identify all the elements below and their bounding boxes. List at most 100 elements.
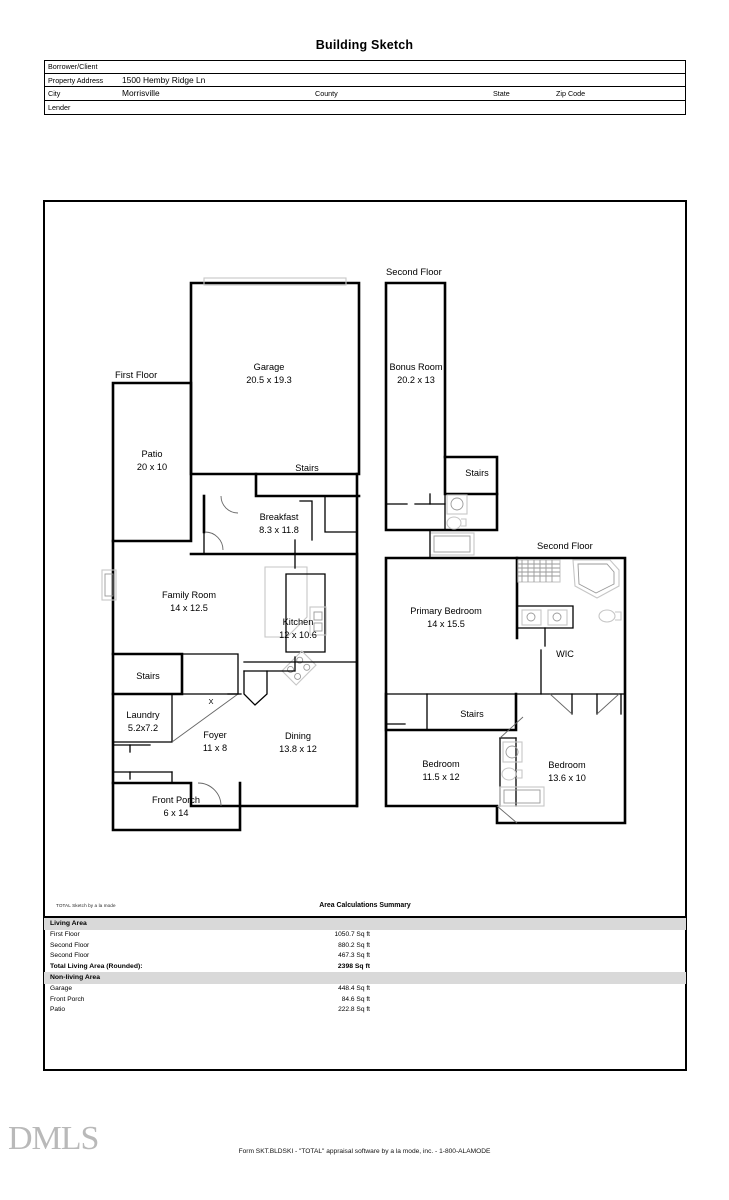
stairs-upper-label: Stairs [295, 463, 319, 473]
hall-closet-door-swing-icon [496, 805, 518, 824]
bonus-stairs-label: Stairs [465, 468, 489, 478]
bedroom3-dim: 13.6 x 10 [548, 773, 586, 783]
area-row-value: 880.2 Sq ft [338, 941, 370, 949]
area-summary-title: Area Calculations Summary [319, 902, 411, 909]
hall-bath-toilet-icon [501, 767, 517, 781]
kitchen-upper-wall [299, 500, 313, 541]
area-row-value: 448.4 Sq ft [338, 985, 370, 993]
area-row-value: 84.6 Sq ft [341, 995, 370, 1003]
kitchen-island-icon [264, 566, 308, 638]
kitchen-sink-basin2-icon [313, 622, 323, 632]
fireplace-inner-icon [104, 573, 114, 597]
stairs-lower-inner [181, 653, 239, 695]
primary-toilet-tank-icon [615, 611, 622, 621]
kitchen-sink-basin1-icon [313, 611, 323, 621]
primary-vanity-basin1-icon [526, 612, 536, 622]
primary-shower-hatch-icon [518, 560, 560, 582]
area-row: First Floor 1050.7 Sq ft [44, 930, 686, 941]
bonus-room-dim: 20.2 x 13 [397, 375, 435, 385]
area-row: Second Floor 467.3 Sq ft [44, 951, 686, 962]
garage-label: Garage [254, 362, 285, 372]
zip-label: Zip Code [556, 88, 586, 98]
hall-bath-tub-inner-icon [503, 789, 541, 804]
front-door-swing-icon [197, 782, 222, 807]
area-row-value: 467.3 Sq ft [338, 952, 370, 960]
hall-bath-door-swing-icon [499, 716, 524, 739]
primary-vanity-sink2-icon [547, 609, 568, 626]
bonus-room-label: Bonus Room [389, 362, 442, 372]
area-calculations-summary: TOTAL Sketch by a la mode Area Calculati… [44, 900, 686, 1015]
breakfast-dim: 8.3 x 11.8 [259, 525, 299, 535]
bonus-floor-outline [384, 281, 499, 532]
area-row-name: Second Floor [50, 952, 90, 960]
page-title: Building Sketch [315, 38, 414, 52]
wic-door-jambs [571, 693, 622, 715]
bonus-bath-toilet-tank-icon [461, 518, 467, 527]
dmls-watermark: DMLS [8, 1120, 99, 1157]
header-row-lender: Lender [45, 101, 685, 114]
garage-door-icon [203, 277, 347, 286]
kitchen-counter-icon [285, 573, 326, 653]
bedroom2-label: Bedroom [422, 759, 460, 769]
city-value[interactable]: Morrisville [122, 88, 160, 99]
stairs-lower-outline [111, 652, 184, 696]
primary-tub-inner-icon [577, 563, 615, 594]
primary-toilet-icon [598, 609, 616, 623]
second-floor-bed-label: Second Floor [537, 540, 593, 551]
area-row: Patio 222.8 Sq ft [44, 1005, 686, 1016]
header-row-borrower: Borrower/Client [45, 61, 685, 75]
hall-bath-basin-icon [505, 745, 519, 759]
foyer-label: Foyer [203, 730, 227, 740]
address-value[interactable]: 1500 Hemby Ridge Ln [122, 75, 206, 86]
front-porch-outline [111, 781, 242, 832]
area-row: Front Porch 84.6 Sq ft [44, 994, 686, 1005]
primary-tub-icon [572, 559, 620, 599]
fireplace-icon [101, 569, 117, 601]
bedroom2-dim: 11.5 x 12 [422, 772, 459, 782]
laundry-mark-label: X [208, 697, 213, 706]
county-label: County [315, 88, 338, 98]
second-stairs-label: Stairs [460, 709, 484, 719]
kitchen-dim: 12 x 10.6 [279, 630, 317, 640]
area-row-name: Garage [50, 985, 72, 993]
lender-label: Lender [48, 102, 71, 112]
kitchen-sink-icon [309, 606, 327, 636]
second-floor-bed-outline [384, 556, 627, 825]
breakfast-door2-swing-icon [204, 531, 224, 551]
bonus-bath-sink-icon [446, 494, 468, 515]
hall-bath-sink-icon [502, 741, 523, 763]
area-row: Garage 448.4 Sq ft [44, 984, 686, 995]
wic-door2-swing-icon [596, 693, 620, 715]
primary-vanity-sink1-icon [521, 609, 542, 626]
patio-outline [111, 381, 193, 543]
second-stairs-outline [384, 692, 518, 732]
total-living-area-label: Total Living Area (Rounded): [50, 962, 143, 970]
hall-bath-toilet-tank-icon [516, 769, 523, 779]
bonus-bath-toilet-icon [446, 516, 462, 530]
floor-plan-drawing[interactable]: First Floor Garage 20.5 x 19.3 Patio 20 … [45, 202, 685, 1069]
laundry-dim: 5.2x7.2 [128, 723, 158, 733]
laundry-label: Laundry [126, 710, 160, 720]
borrower-label: Borrower/Client [48, 62, 98, 72]
total-living-area-row: Total Living Area (Rounded): 2398 Sq ft [44, 961, 686, 972]
stairs-upper-inner [255, 495, 358, 533]
area-row-value: 222.8 Sq ft [338, 1006, 370, 1014]
stairs-lower-label: Stairs [136, 671, 160, 681]
kitchen-label: Kitchen [283, 617, 314, 627]
wic-hall-wall [385, 649, 542, 695]
front-porch-label: Front Porch [152, 795, 200, 805]
family-room-dim: 14 x 12.5 [170, 603, 208, 613]
breakfast-label: Breakfast [260, 512, 299, 522]
area-row-name: Front Porch [50, 995, 85, 1003]
bedroom3-label: Bedroom [548, 760, 586, 770]
patio-label: Patio [142, 449, 163, 459]
bonus-bath-tub-inner-icon [433, 535, 471, 553]
second-floor-bonus-label: Second Floor [386, 266, 442, 277]
form-footer-note: Form SKT.BLDSKI - "TOTAL" appraisal soft… [238, 1148, 491, 1155]
header-row-city: City Morrisville County State Zip Code [45, 87, 685, 101]
area-row: Second Floor 880.2 Sq ft [44, 940, 686, 951]
address-label: Property Address [48, 75, 104, 85]
area-row-value: 1050.7 Sq ft [334, 931, 370, 939]
foyer-dim: 11 x 8 [203, 743, 227, 753]
breakfast-door-swing-icon [220, 495, 239, 514]
